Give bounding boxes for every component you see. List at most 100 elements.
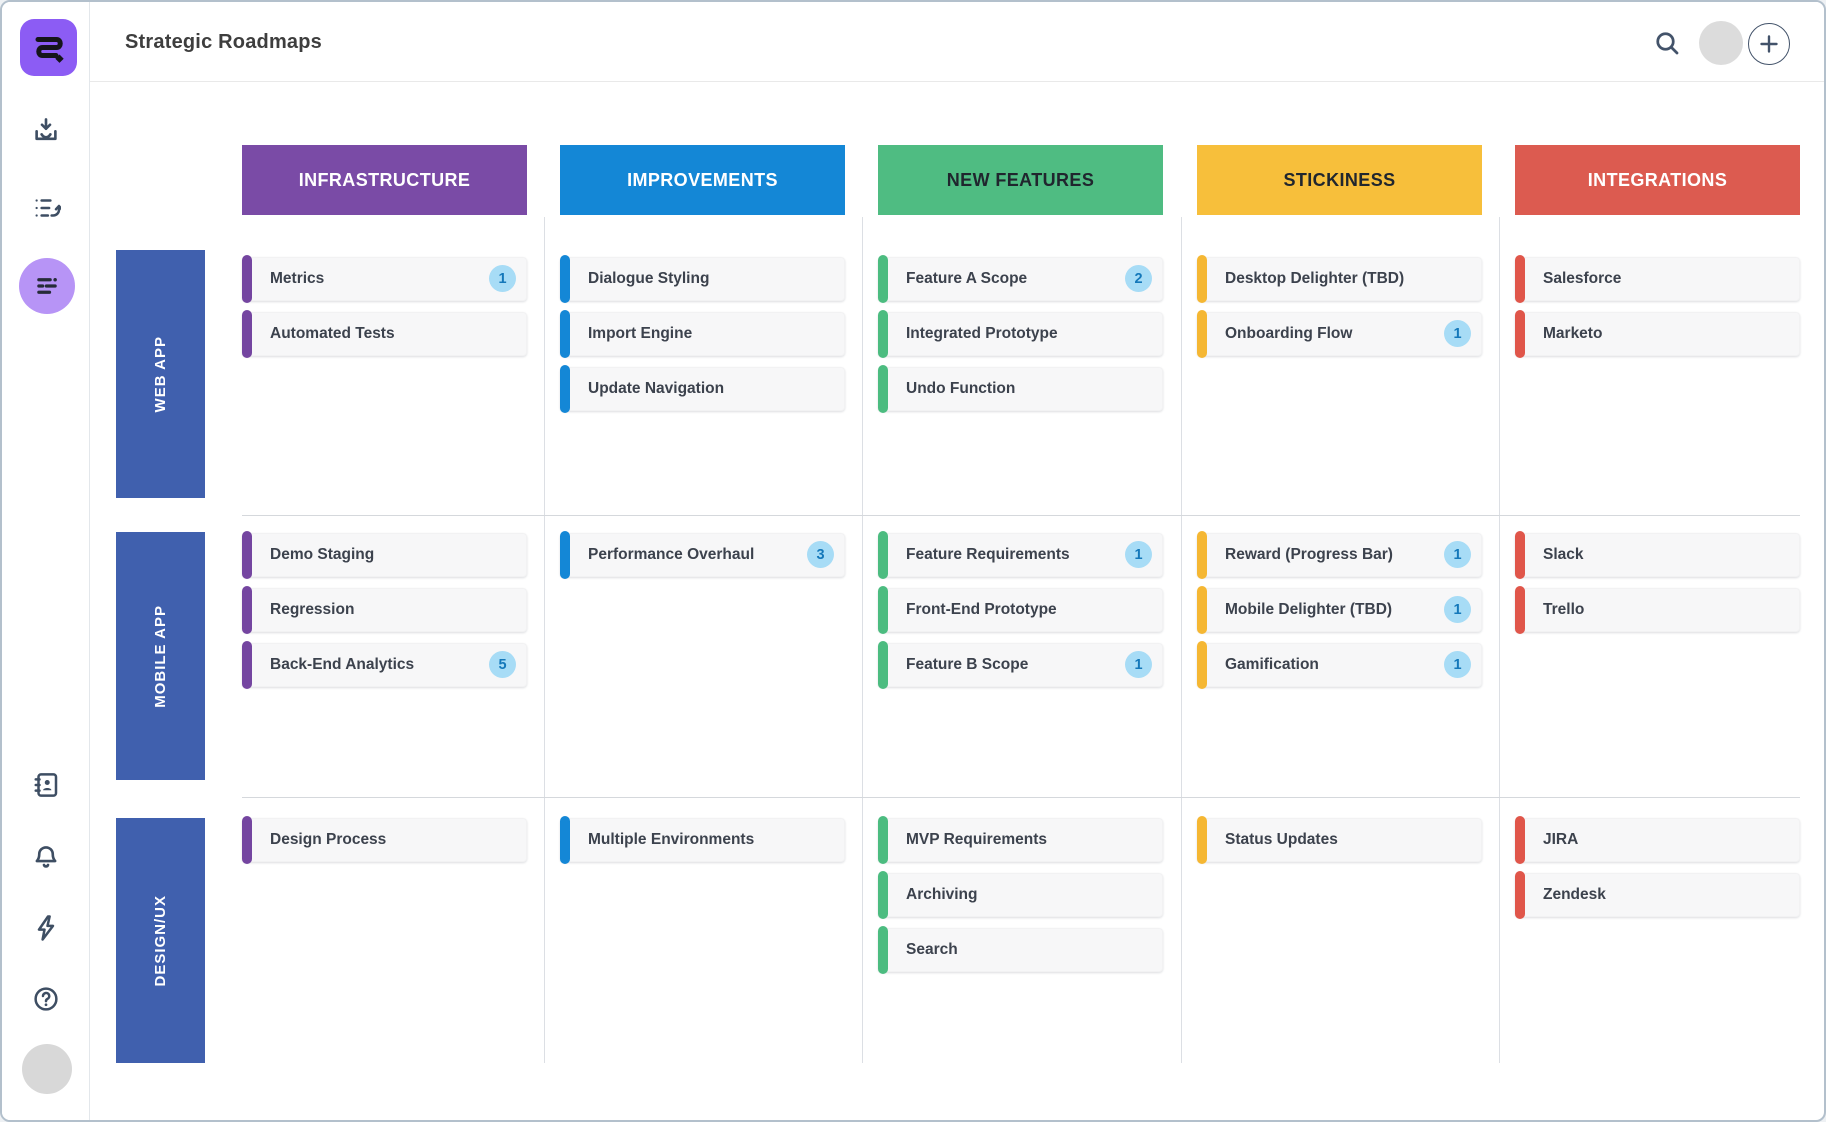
address-book-icon[interactable] xyxy=(29,768,63,802)
row-header-label: MOBILE APP xyxy=(152,604,169,708)
roadmap-view-icon[interactable] xyxy=(19,258,75,314)
card-accent-bar xyxy=(242,531,252,579)
card-count-badge: 1 xyxy=(489,265,516,292)
top-header: Strategic Roadmaps xyxy=(90,2,1824,82)
roadmap-item-card[interactable]: Trello xyxy=(1515,586,1800,634)
card-accent-bar xyxy=(1515,871,1525,919)
card-label: Design Process xyxy=(270,831,387,848)
card-label: Undo Function xyxy=(906,380,1016,397)
card-accent-bar xyxy=(1515,255,1525,303)
row-header: MOBILE APP xyxy=(116,532,205,780)
card-accent-bar xyxy=(878,365,888,413)
roadmap-item-card[interactable]: Marketo xyxy=(1515,310,1800,358)
roadmap-item-card[interactable]: Front-End Prototype xyxy=(878,586,1163,634)
card-accent-bar xyxy=(878,926,888,974)
card-label: Demo Staging xyxy=(270,546,375,563)
card-accent-bar xyxy=(878,816,888,864)
card-count-badge: 2 xyxy=(1125,265,1152,292)
roadmap-item-card[interactable]: Update Navigation xyxy=(560,365,845,413)
card-label: Slack xyxy=(1543,546,1584,563)
sidebar xyxy=(2,2,90,1120)
card-label: Multiple Environments xyxy=(588,831,755,848)
card-accent-bar xyxy=(242,586,252,634)
roadmap-item-card[interactable]: Zendesk xyxy=(1515,871,1800,919)
card-accent-bar xyxy=(878,310,888,358)
help-icon[interactable] xyxy=(29,982,63,1016)
card-count-badge: 1 xyxy=(1444,651,1471,678)
card-count-badge: 1 xyxy=(1444,320,1471,347)
roadmap-item-card[interactable]: MVP Requirements xyxy=(878,816,1163,864)
card-accent-bar xyxy=(1515,531,1525,579)
roadmap-item-card[interactable]: Onboarding Flow 1 xyxy=(1197,310,1482,358)
roadmap-item-card[interactable]: JIRA xyxy=(1515,816,1800,864)
roadmap-item-card[interactable]: Mobile Delighter (TBD) 1 xyxy=(1197,586,1482,634)
roadmap-item-card[interactable]: Salesforce xyxy=(1515,255,1800,303)
roadmap-item-card[interactable]: Archiving xyxy=(878,871,1163,919)
roadmap-item-card[interactable]: Slack xyxy=(1515,531,1800,579)
add-plus-icon[interactable] xyxy=(1748,23,1790,65)
card-label: Regression xyxy=(270,601,355,618)
card-label: Desktop Delighter (TBD) xyxy=(1225,270,1405,287)
card-accent-bar xyxy=(242,255,252,303)
roadmap-item-card[interactable]: Demo Staging xyxy=(242,531,527,579)
card-count-badge: 5 xyxy=(489,651,516,678)
roadmap-item-card[interactable]: Reward (Progress Bar) 1 xyxy=(1197,531,1482,579)
roadmunk-logo-glyph xyxy=(35,36,64,63)
inbox-import-icon[interactable] xyxy=(29,113,63,147)
card-label: Reward (Progress Bar) xyxy=(1225,546,1393,563)
roadmap-item-card[interactable]: Metrics 1 xyxy=(242,255,527,303)
row-header-label: WEB APP xyxy=(152,335,169,413)
header-user-avatar[interactable] xyxy=(1699,21,1743,65)
roadmap-item-card[interactable]: Multiple Environments xyxy=(560,816,845,864)
card-accent-bar xyxy=(878,531,888,579)
roadmap-item-card[interactable]: Automated Tests xyxy=(242,310,527,358)
roadmunk-logo[interactable] xyxy=(20,19,77,76)
roadmap-item-card[interactable]: Regression xyxy=(242,586,527,634)
row-divider-line xyxy=(242,797,1800,798)
card-accent-bar xyxy=(560,531,570,579)
column-header: STICKINESS xyxy=(1197,145,1482,215)
roadmap-item-card[interactable]: Undo Function xyxy=(878,365,1163,413)
roadmap-item-card[interactable]: Integrated Prototype xyxy=(878,310,1163,358)
card-count-badge: 1 xyxy=(1444,541,1471,568)
search-icon[interactable] xyxy=(1650,26,1684,60)
page-title: Strategic Roadmaps xyxy=(125,31,322,53)
card-label: Onboarding Flow xyxy=(1225,325,1353,342)
card-label: Status Updates xyxy=(1225,831,1338,848)
roadmap-item-card[interactable]: Desktop Delighter (TBD) xyxy=(1197,255,1482,303)
card-accent-bar xyxy=(1197,255,1207,303)
roadmap-item-card[interactable]: Search xyxy=(878,926,1163,974)
sidebar-user-avatar[interactable] xyxy=(22,1044,72,1094)
roadmap-item-card[interactable]: Status Updates xyxy=(1197,816,1482,864)
column-divider-line xyxy=(544,217,545,1063)
backlog-list-icon[interactable] xyxy=(29,191,63,225)
card-label: Search xyxy=(906,941,958,958)
card-accent-bar xyxy=(560,365,570,413)
activity-bolt-icon[interactable] xyxy=(29,911,63,945)
card-label: Automated Tests xyxy=(270,325,395,342)
notifications-bell-icon[interactable] xyxy=(29,840,63,874)
roadmap-item-card[interactable]: Dialogue Styling xyxy=(560,255,845,303)
card-label: JIRA xyxy=(1543,831,1579,848)
card-label: Dialogue Styling xyxy=(588,270,710,287)
row-divider-line xyxy=(242,515,1800,516)
card-label: Integrated Prototype xyxy=(906,325,1058,342)
card-label: MVP Requirements xyxy=(906,831,1047,848)
roadmap-item-card[interactable]: Import Engine xyxy=(560,310,845,358)
card-accent-bar xyxy=(1197,816,1207,864)
card-label: Mobile Delighter (TBD) xyxy=(1225,601,1393,618)
roadmap-item-card[interactable]: Design Process xyxy=(242,816,527,864)
card-accent-bar xyxy=(878,586,888,634)
card-accent-bar xyxy=(560,255,570,303)
card-count-badge: 1 xyxy=(1444,596,1471,623)
card-label: Metrics xyxy=(270,270,325,287)
card-count-badge: 1 xyxy=(1125,651,1152,678)
card-accent-bar xyxy=(1515,816,1525,864)
